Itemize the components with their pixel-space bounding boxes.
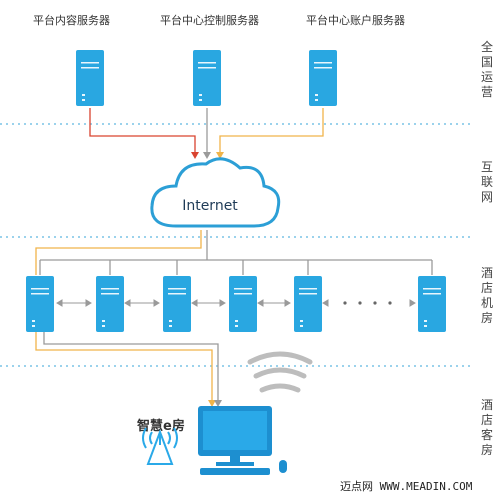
content-server-line [89,108,196,154]
hotel-server-icon [229,276,257,332]
guest-room-lines [35,330,219,402]
antenna-icon [142,427,178,465]
internet-label: Internet [182,198,238,214]
hotel-server-icon [163,276,191,332]
mouse-icon [279,460,287,473]
hotel-server-icon [418,276,446,332]
hotel-server-icon [96,276,124,332]
top-server-content-icon [76,50,104,106]
top-connections [89,108,324,154]
account-server-line [219,108,324,154]
ellipsis-dots [343,301,392,305]
arrow-head-red [191,152,199,159]
hotel-server-icon [26,276,54,332]
server-links [56,299,416,307]
hotel-bus [35,230,433,275]
arrowheads [191,152,224,159]
account-server-label: 平台中心账户服务器 [306,14,405,27]
hotel-server-icon [294,276,322,332]
arrow-head-gray [203,152,211,159]
computer-icon [198,406,287,475]
product-name: 智慧e房 [137,419,185,434]
zone-internet: 互联网 [480,160,493,204]
zone-national-ops: 全国运营 [480,40,493,99]
internet-cloud [150,157,281,228]
control-server-label: 平台中心控制服务器 [160,14,259,27]
content-server-label: 平台内容服务器 [33,14,110,27]
top-server-control-icon [193,50,221,106]
watermark: 迈点网 WWW.MEADIN.COM [340,480,473,493]
arrow-head-orange [216,152,224,159]
top-server-account-icon [309,50,337,106]
zone-hotel-guest-room: 酒店客房 [480,398,493,457]
arrow-head-orange [208,400,216,407]
arrow-head-gray [214,400,222,407]
wifi-icon [247,351,313,393]
zone-hotel-room-machine: 酒店机房 [480,266,493,325]
